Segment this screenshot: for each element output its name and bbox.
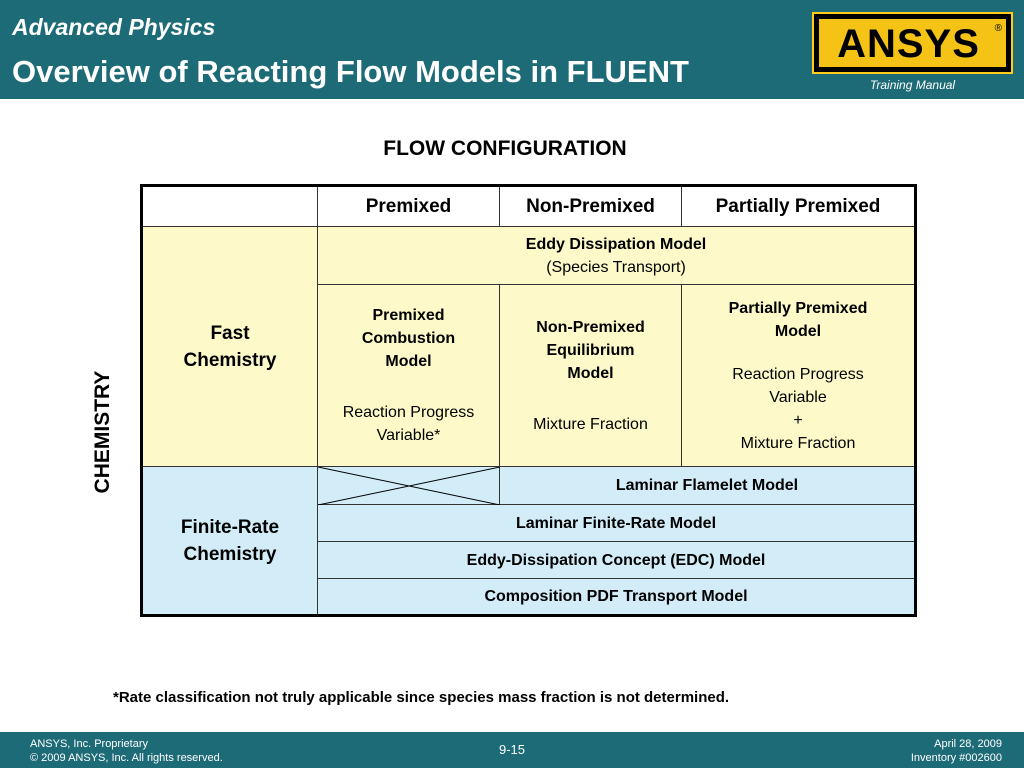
flow-configuration-heading: FLOW CONFIGURATION [383,137,627,160]
partially-premixed-variable-line3: Mixture Fraction [740,434,856,452]
premixed-variable-line1: Reaction Progress [342,404,475,421]
partially-premixed-model-line2: Model [774,322,822,340]
partially-premixed-variable-line1: Reaction Progress [732,365,864,383]
logo-text: ANSYS [837,22,980,66]
row-label-finite-rate-chemistry: Finite-Rate Chemistry [143,467,318,614]
laminar-finite-rate-model-cell: Laminar Finite-Rate Model [318,505,914,542]
cross-out-icon [318,467,500,505]
footer-info: April 28, 2009 Inventory #002600 [911,737,1002,765]
reacting-flow-models-table: Premixed Non-Premixed Partially Premixed… [140,184,917,617]
course-title: Advanced Physics [12,14,216,40]
column-header-premixed: Premixed [318,187,500,227]
finite-rate-line1: Finite-Rate [180,516,280,538]
finite-rate-line2: Chemistry [183,543,277,565]
composition-pdf-transport-model-cell: Composition PDF Transport Model [318,579,914,614]
laminar-flamelet-model-cell: Laminar Flamelet Model [500,467,914,505]
slide-footer: ANSYS, Inc. Proprietary © 2009 ANSYS, In… [0,732,1024,768]
footer-rights: © 2009 ANSYS, Inc. All rights reserved. [30,752,223,764]
premixed-model-line1: Premixed [372,307,445,324]
footer-inventory: Inventory #002600 [910,752,1002,764]
non-premixed-model-line2: Equilibrium [546,341,635,359]
premixed-combustion-model-cell: Premixed Combustion Model Reaction Progr… [318,285,500,467]
chemistry-axis-label: CHEMISTRY [91,370,114,494]
logo-registered-mark: ® [994,23,1002,34]
column-header-partially-premixed: Partially Premixed [682,187,914,227]
non-premixed-variable: Mixture Fraction [533,415,648,433]
non-premixed-model-line1: Non-Premixed [536,318,645,336]
fast-chemistry-line1: Fast [210,322,250,344]
footer-date: April 28, 2009 [934,738,1002,750]
partially-premixed-plus: + [793,411,803,429]
page-number: 9-15 [498,742,526,757]
training-manual-label: Training Manual [869,78,956,92]
edc-model-cell: Eddy-Dissipation Concept (EDC) Model [318,542,914,579]
table-corner-cell [143,187,318,227]
premixed-variable-line2: Variable* [376,427,441,444]
partially-premixed-model-cell: Partially Premixed Model Reaction Progre… [682,285,914,467]
non-premixed-equilibrium-model-cell: Non-Premixed Equilibrium Model Mixture F… [500,285,682,467]
eddy-dissipation-model-cell: Eddy Dissipation Model (Species Transpor… [318,227,914,285]
logo-background: ANSYS ® [819,19,1006,67]
edm-subtitle: (Species Transport) [546,258,686,276]
column-header-non-premixed: Non-Premixed [500,187,682,227]
edm-title: Eddy Dissipation Model [525,235,707,253]
ansys-logo: ANSYS ® [812,12,1013,74]
partially-premixed-model-line1: Partially Premixed [728,299,868,317]
premixed-model-line2: Combustion [361,330,456,347]
non-premixed-model-line3: Model [567,364,614,382]
slide-title: Overview of Reacting Flow Models in FLUE… [12,54,689,89]
not-applicable-cell [318,467,500,505]
partially-premixed-variable-line2: Variable [769,388,827,406]
row-label-fast-chemistry: Fast Chemistry [143,227,318,467]
footer-proprietary: ANSYS, Inc. Proprietary [30,738,148,750]
premixed-model-line3: Model [385,353,432,370]
footer-copyright: ANSYS, Inc. Proprietary © 2009 ANSYS, In… [30,737,223,765]
slide-header: Advanced Physics Overview of Reacting Fl… [0,0,1024,99]
footnote: *Rate classification not truly applicabl… [113,689,730,706]
fast-chemistry-line2: Chemistry [183,349,277,371]
